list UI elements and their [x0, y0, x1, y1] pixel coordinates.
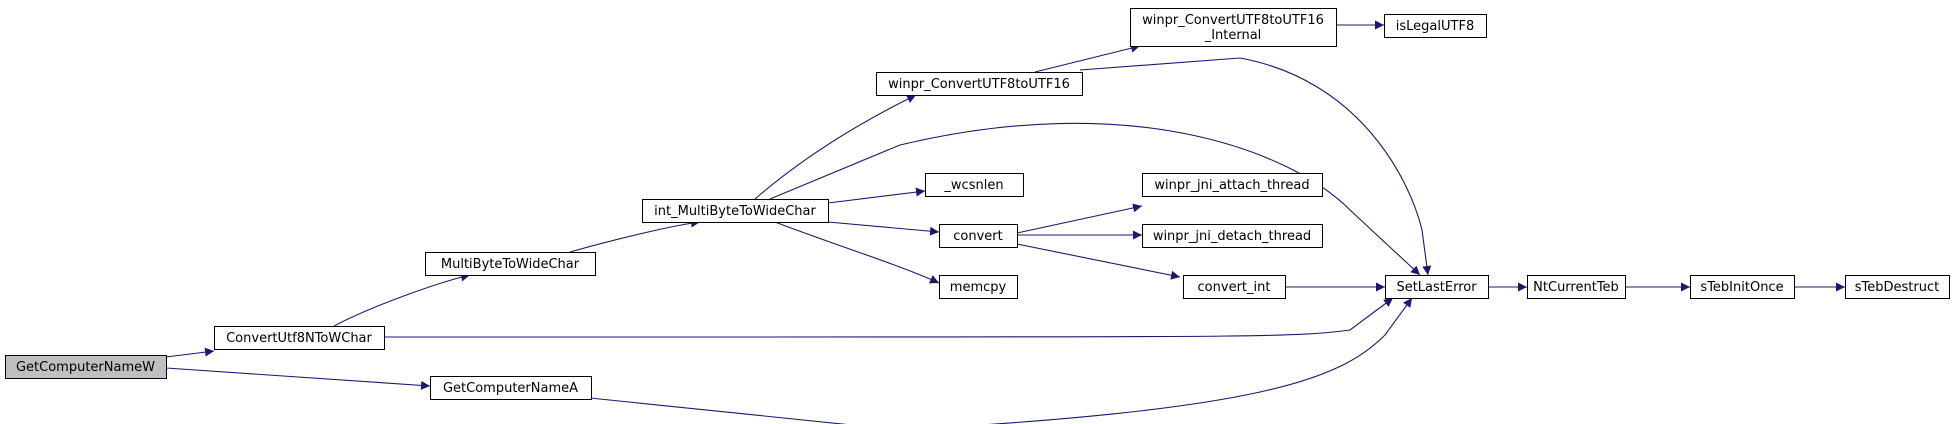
node-label: GetComputerNameA [443, 381, 578, 396]
node-MultiByteToWideChar[interactable]: MultiByteToWideChar [425, 252, 596, 276]
node-label: sTebDestruct [1855, 280, 1939, 295]
edge-convert-to-winpr_jni_attach_thread [1016, 203, 1143, 234]
node-convert_int[interactable]: convert_int [1183, 275, 1286, 299]
node-sTebInitOnce[interactable]: sTebInitOnce [1690, 275, 1795, 299]
node-sTebDestruct[interactable]: sTebDestruct [1845, 275, 1950, 299]
node-box [939, 224, 1018, 248]
node-label: convert [953, 229, 1002, 244]
node-box [925, 173, 1024, 197]
node-box [1142, 173, 1323, 197]
node-box [1130, 8, 1337, 47]
node-box [425, 252, 596, 276]
node-box [214, 326, 385, 350]
edge-GetComputerNameW-to-ConvertUtf8NToWChar [165, 347, 215, 358]
node-label: winpr_jni_attach_thread [1154, 178, 1309, 193]
edge-GetComputerNameW-to-GetComputerNameA [165, 367, 431, 390]
node-label: convert_int [1198, 280, 1271, 295]
node-GetComputerNameW[interactable]: GetComputerNameW [5, 355, 167, 379]
edge-GetComputerNameA-to-SetLastError [589, 297, 1413, 424]
node-memcpy[interactable]: memcpy [939, 275, 1018, 299]
node-convert[interactable]: convert [939, 224, 1018, 248]
node-box [1384, 14, 1487, 38]
edge-winpr_ConvertUTF8toUTF16-to-SetLastError [1079, 57, 1432, 276]
node-label: _Internal [1204, 28, 1262, 43]
edge-int_MultiByteToWideChar-to-convert [827, 221, 940, 236]
node-box [5, 355, 167, 379]
node-box [1527, 275, 1626, 299]
node-isLegalUTF8[interactable]: isLegalUTF8 [1384, 14, 1487, 38]
edge-ConvertUtf8NToWChar-to-SetLastError [384, 297, 1394, 338]
edge-int_MultiByteToWideChar-to-_wcsnlen [827, 187, 926, 204]
node-NtCurrentTeb[interactable]: NtCurrentTeb [1527, 275, 1626, 299]
node-box [1845, 275, 1950, 299]
node-winpr_jni_detach_thread[interactable]: winpr_jni_detach_thread [1142, 224, 1323, 248]
node-box [876, 72, 1083, 96]
node-label: _wcsnlen [943, 178, 1003, 193]
node-label: memcpy [950, 280, 1007, 295]
node-box [1142, 224, 1323, 248]
node-box [1183, 275, 1286, 299]
node-label: isLegalUTF8 [1396, 19, 1474, 34]
edge-winpr_ConvertUTF8toUTF16-to-winpr_ConvertUTF8toUTF16_Internal [1034, 43, 1141, 73]
node-label: NtCurrentTeb [1533, 280, 1619, 295]
nodes-layer: GetComputerNameW ConvertUtf8NToWCharGetCo… [5, 8, 1950, 400]
node-box [1385, 275, 1489, 299]
node-label: sTebInitOnce [1700, 280, 1783, 295]
node-box [430, 376, 592, 400]
node-SetLastError[interactable]: SetLastError [1385, 275, 1489, 299]
node-label: winpr_ConvertUTF8toUTF16 [888, 77, 1070, 92]
node-label: int_MultiByteToWideChar [654, 204, 816, 219]
edge-MultiByteToWideChar-to-int_MultiByteToWideChar [569, 218, 701, 253]
node-box [939, 275, 1018, 299]
edge-int_MultiByteToWideChar-to-SetLastError [769, 122, 1421, 276]
node-label: MultiByteToWideChar [441, 257, 580, 272]
edges-layer [165, 20, 1845, 424]
node-label: ConvertUtf8NToWChar [226, 331, 372, 346]
node-winpr_ConvertUTF8toUTF16[interactable]: winpr_ConvertUTF8toUTF16 [876, 72, 1083, 96]
node-label: GetComputerNameW [16, 360, 155, 375]
edge-int_MultiByteToWideChar-to-memcpy [774, 221, 940, 284]
node-winpr_jni_attach_thread[interactable]: winpr_jni_attach_thread [1142, 173, 1323, 197]
node-int_MultiByteToWideChar[interactable]: int_MultiByteToWideChar [642, 199, 829, 223]
node-GetComputerNameA[interactable]: GetComputerNameA [430, 376, 592, 400]
node-label: winpr_jni_detach_thread [1153, 229, 1311, 244]
node-box [642, 199, 829, 223]
node-ConvertUtf8NToWChar[interactable]: ConvertUtf8NToWChar [214, 326, 385, 350]
node-winpr_ConvertUTF8toUTF16_Internal[interactable]: winpr_ConvertUTF8toUTF16_Internal [1130, 8, 1337, 47]
edge-int_MultiByteToWideChar-to-winpr_ConvertUTF8toUTF16 [754, 94, 917, 200]
node-label: winpr_ConvertUTF8toUTF16 [1142, 13, 1324, 28]
node-box [1690, 275, 1795, 299]
edge-convert-to-convert_int [1016, 243, 1181, 280]
node-_wcsnlen[interactable]: _wcsnlen [925, 173, 1024, 197]
node-label: SetLastError [1396, 280, 1477, 295]
edge-ConvertUtf8NToWChar-to-MultiByteToWideChar [333, 272, 471, 327]
